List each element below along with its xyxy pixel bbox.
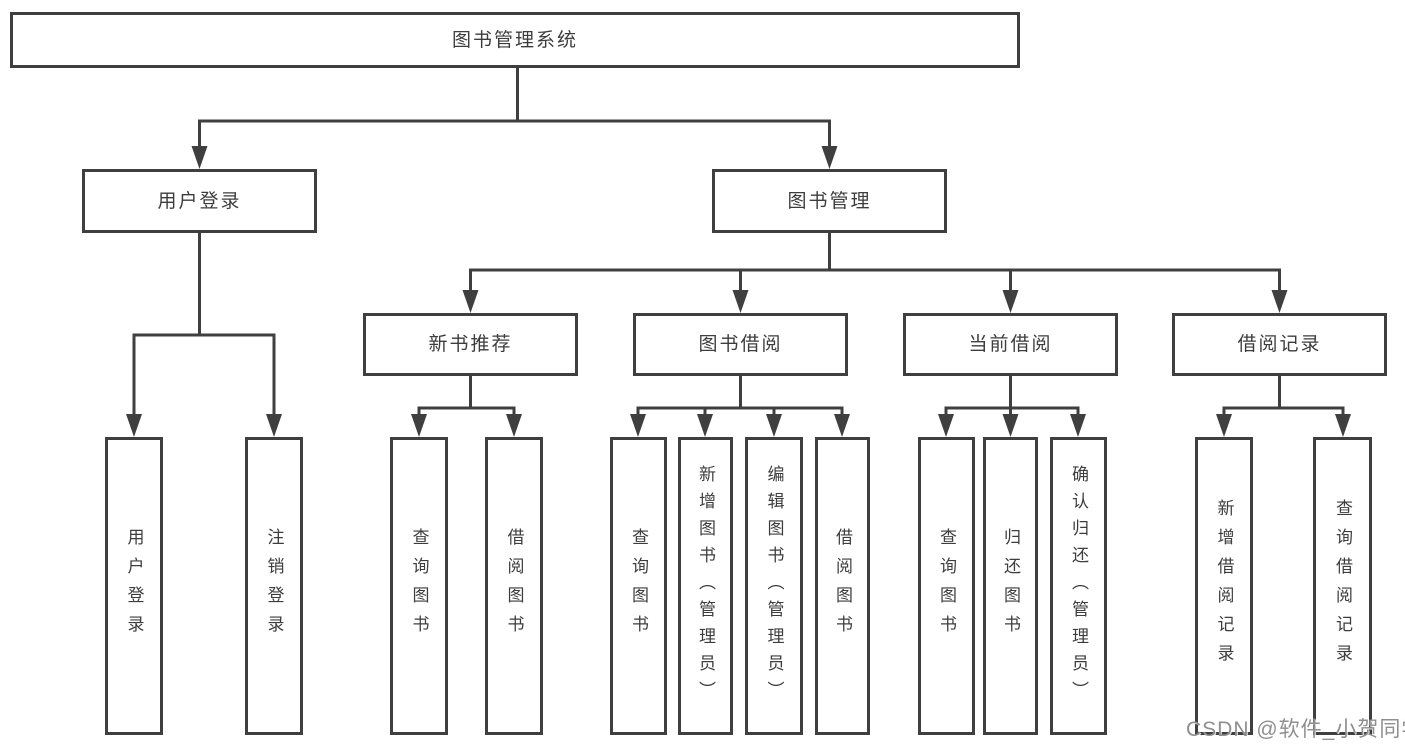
node-leaf-confirm-return-admin: 确认归还（管理员）	[1050, 437, 1107, 735]
node-leaf-return-books: 归还图书	[983, 437, 1038, 735]
node-leaf-query-books-3: 查询图书	[918, 437, 975, 735]
node-leaf-query-books-2-label: 查询图书	[629, 528, 648, 644]
node-leaf-query-books-1: 查询图书	[390, 437, 448, 735]
node-leaf-edit-books-admin-label: 编辑图书（管理员）	[764, 464, 784, 708]
node-leaf-add-borrow-record: 新增借阅记录	[1195, 437, 1253, 735]
node-leaf-query-books-3-label: 查询图书	[937, 528, 956, 644]
node-borrow-records: 借阅记录	[1172, 313, 1387, 376]
node-root: 图书管理系统	[10, 12, 1020, 68]
connector-bookmgmt-to-level3	[462, 231, 1288, 313]
node-leaf-query-books-1-label: 查询图书	[409, 528, 429, 644]
node-book-management-label: 图书管理	[787, 190, 872, 212]
node-leaf-borrow-books-2: 借阅图书	[815, 437, 870, 735]
connector-records-to-children	[1216, 374, 1351, 437]
node-leaf-add-books-admin-label: 新增图书（管理员）	[696, 464, 715, 708]
node-leaf-add-borrow-record-label: 新增借阅记录	[1214, 499, 1234, 673]
connector-root-to-level2	[191, 66, 838, 169]
node-new-book-recommend: 新书推荐	[363, 313, 578, 376]
csdn-watermark: CSDN @软件_小贺同学	[1186, 718, 1405, 741]
connector-userlogin-to-children	[126, 231, 282, 437]
node-leaf-logout-label: 注销登录	[264, 528, 284, 644]
node-leaf-confirm-return-admin-label: 确认归还（管理员）	[1069, 464, 1088, 708]
node-leaf-return-books-label: 归还图书	[1001, 528, 1020, 644]
node-leaf-query-borrow-record-label: 查询借阅记录	[1333, 499, 1352, 673]
node-current-borrow-label: 当前借阅	[968, 334, 1053, 355]
node-leaf-logout: 注销登录	[245, 437, 303, 735]
node-leaf-add-books-admin: 新增图书（管理员）	[678, 437, 733, 735]
node-leaf-user-login-label: 用户登录	[124, 528, 144, 644]
node-new-book-recommend-label: 新书推荐	[428, 334, 513, 355]
connector-borrow-to-children	[630, 374, 850, 437]
node-leaf-query-borrow-record: 查询借阅记录	[1313, 437, 1372, 735]
node-user-login-label: 用户登录	[157, 190, 242, 212]
node-book-borrow-label: 图书借阅	[698, 334, 783, 355]
node-user-login: 用户登录	[82, 169, 317, 233]
node-leaf-borrow-books-1: 借阅图书	[485, 437, 543, 735]
node-leaf-user-login: 用户登录	[105, 437, 163, 735]
node-leaf-query-books-2: 查询图书	[610, 437, 667, 735]
node-root-label: 图书管理系统	[451, 29, 578, 51]
connector-newbooks-to-children	[411, 374, 522, 437]
node-book-borrow: 图书借阅	[633, 313, 848, 376]
connector-current-to-children	[938, 374, 1086, 437]
node-current-borrow: 当前借阅	[903, 313, 1118, 376]
node-leaf-edit-books-admin: 编辑图书（管理员）	[745, 437, 803, 735]
node-book-management: 图书管理	[712, 169, 947, 233]
node-leaf-borrow-books-2-label: 借阅图书	[833, 528, 852, 644]
node-borrow-records-label: 借阅记录	[1237, 334, 1322, 355]
node-leaf-borrow-books-1-label: 借阅图书	[504, 528, 524, 644]
